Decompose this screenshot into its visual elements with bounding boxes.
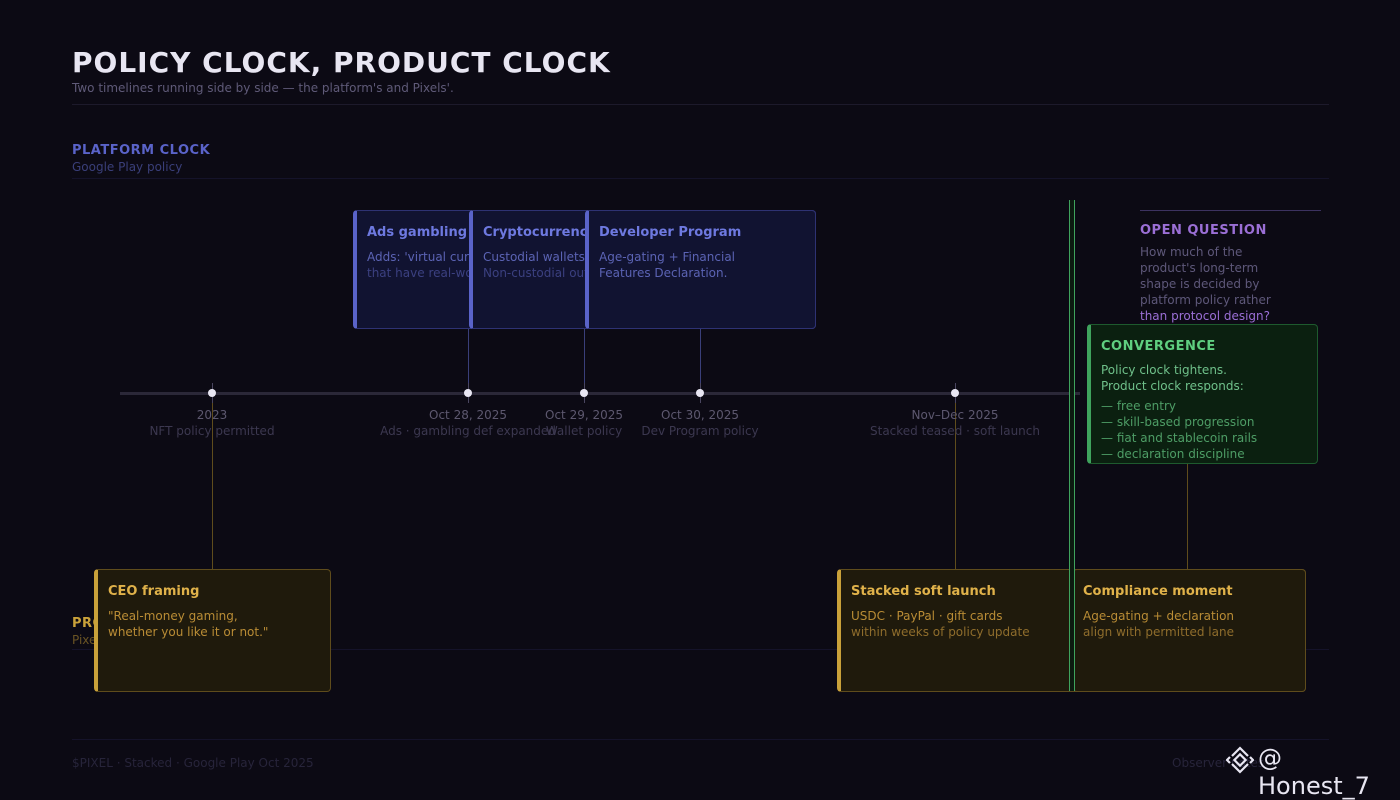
event-date: Oct 30, 2025 <box>661 408 739 422</box>
footer-right: Observer notes <box>1172 756 1265 770</box>
connector-stacked <box>955 395 956 569</box>
connector-wallets <box>584 328 585 392</box>
card-line: "Real-money gaming, <box>108 609 238 623</box>
timeline-axis <box>120 392 1080 395</box>
event-desc: Ads · gambling def expanded <box>380 424 556 438</box>
event-desc: NFT policy permitted <box>149 424 275 438</box>
connector-ads <box>468 328 469 392</box>
convergence-line: Policy clock tightens. <box>1101 363 1227 377</box>
open-question-line: shape is decided by <box>1140 277 1260 291</box>
card-title: Developer Program <box>599 225 742 240</box>
timeline-dot <box>464 389 472 397</box>
timeline-dot <box>951 389 959 397</box>
platform-clock-sublabel: Google Play policy <box>72 160 183 174</box>
convergence-item: — free entry <box>1101 399 1177 413</box>
open-question-line: product's long-term <box>1140 261 1259 275</box>
open-question-text: How much of the product's long-term shap… <box>1140 244 1280 324</box>
event-desc: Wallet policy <box>545 424 623 438</box>
card-line: Age-gating + declaration <box>1083 609 1235 623</box>
event-date: Nov–Dec 2025 <box>911 408 999 422</box>
watermark-text: @ Honest_7 <box>1258 744 1370 800</box>
card-line: Age-gating + Financial <box>599 250 736 264</box>
convergence-card: CONVERGENCE Policy clock tightens. Produ… <box>1087 324 1318 464</box>
timeline-dot <box>580 389 588 397</box>
platform-card-developer-program: Developer Program Age-gating + Financial… <box>585 210 816 329</box>
open-question-line: How much of the <box>1140 245 1243 259</box>
page-subtitle: Two timelines running side by side — the… <box>72 81 454 95</box>
product-card-compliance-moment: Compliance moment Age-gating + declarati… <box>1073 569 1306 692</box>
card-line: whether you like it or not." <box>108 625 269 639</box>
card-title: CEO framing <box>108 584 200 599</box>
convergence-item: — skill-based progression <box>1101 415 1255 429</box>
platform-clock-label: PLATFORM CLOCK <box>72 143 211 158</box>
open-question-rule <box>1140 210 1321 211</box>
footer-divider <box>72 739 1329 740</box>
convergence-item: — fiat and stablecoin rails <box>1101 431 1258 445</box>
card-line: align with permitted lane <box>1083 625 1234 639</box>
event-desc: Dev Program policy <box>641 424 759 438</box>
event-desc: Stacked teased · soft launch <box>870 424 1040 438</box>
convergence-item: — declaration discipline <box>1101 447 1245 461</box>
open-question-emphasis: than protocol design? <box>1140 309 1271 323</box>
event-date: 2023 <box>196 408 228 422</box>
card-title: Compliance moment <box>1083 584 1233 599</box>
header-divider <box>72 104 1329 105</box>
open-question-line: platform policy rather <box>1140 293 1271 307</box>
convergence-line: Product clock responds: <box>1101 379 1244 393</box>
timeline-dot <box>696 389 704 397</box>
event-date: Oct 28, 2025 <box>429 408 507 422</box>
card-line: Features Declaration. <box>599 266 728 280</box>
connector-dev-program <box>700 328 701 392</box>
connector-ceo <box>212 395 213 569</box>
open-question-label: OPEN QUESTION <box>1140 223 1267 238</box>
card-line: within weeks of policy update <box>851 625 1030 639</box>
card-line: USDC · PayPal · gift cards <box>851 609 1003 623</box>
binance-diamond-icon <box>1225 746 1255 774</box>
product-divider <box>72 649 1329 650</box>
card-title: Ads gambling def <box>367 225 496 240</box>
timeline-dot <box>208 389 216 397</box>
convergence-title: CONVERGENCE <box>1101 339 1216 354</box>
page-title: POLICY CLOCK, PRODUCT CLOCK <box>72 46 611 79</box>
product-card-ceo-framing: CEO framing "Real-money gaming, whether … <box>94 569 331 692</box>
platform-divider <box>72 178 1329 179</box>
convergence-marker-line <box>1069 200 1075 691</box>
card-title: Stacked soft launch <box>851 584 996 599</box>
connector-compliance <box>1187 464 1188 569</box>
footer-left: $PIXEL · Stacked · Google Play Oct 2025 <box>72 756 314 770</box>
event-date: Oct 29, 2025 <box>545 408 623 422</box>
